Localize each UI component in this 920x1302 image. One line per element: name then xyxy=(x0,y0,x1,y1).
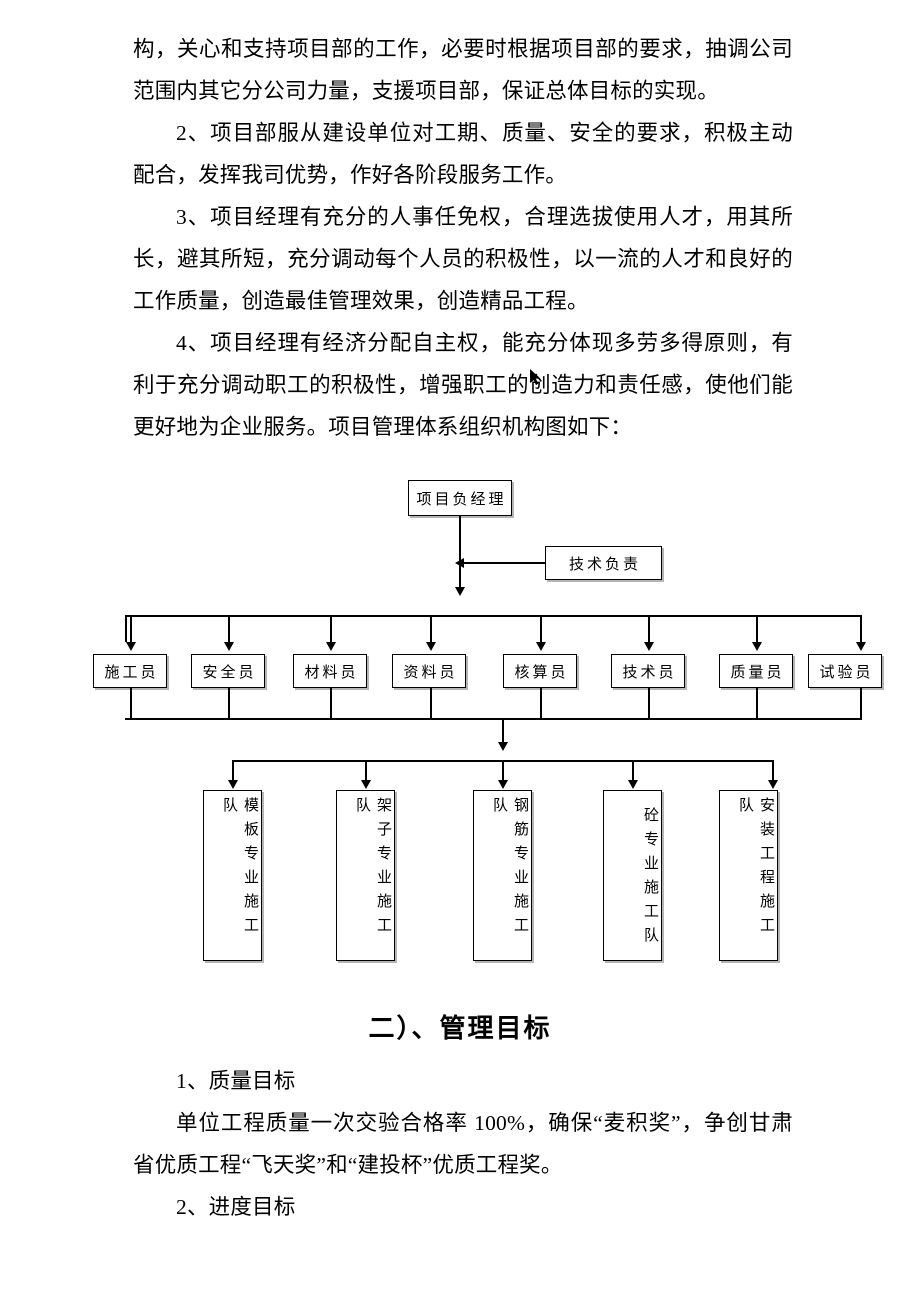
org-box-staff-5: 核算员 xyxy=(503,654,577,688)
arrow-staff-7 xyxy=(751,642,762,651)
arrow-team-1 xyxy=(227,780,238,789)
paragraph-schedule-goal-title: 2、进度目标 xyxy=(176,1195,296,1219)
paragraph-1: 构，关心和支持项目部的工作，必要时根据项目部的要求，抽调公司范围内其它分公司力量… xyxy=(133,37,793,103)
connector-collector-to-teams xyxy=(502,718,504,745)
arrow-staff-5 xyxy=(535,642,546,651)
arrow-staff-8 xyxy=(855,642,866,651)
drop-team-5 xyxy=(772,760,774,786)
document-body-bottom: 1、质量目标 单位工程质量一次交验合格率 100%，确保“麦积奖”，争创甘肃省优… xyxy=(133,1060,793,1228)
drop-staff-8 xyxy=(860,615,862,646)
arrow-staff-2 xyxy=(223,642,234,651)
org-box-team-1: 模板专业施工队 xyxy=(203,790,262,961)
drop-staff-4 xyxy=(430,615,432,646)
paragraph-4: 4、项目经理有经济分配自主权，能充分体现多劳多得原则，有利于充分调动职工的积极性… xyxy=(133,331,793,439)
mouse-cursor-icon xyxy=(530,369,541,385)
org-box-staff-1: 施工员 xyxy=(93,654,167,688)
drop-team-2 xyxy=(365,760,367,786)
org-box-staff-7: 质量员 xyxy=(719,654,793,688)
organization-chart: 项目负经理 技术负责 施工员 安全员 xyxy=(0,470,920,980)
arrow-collector-to-teams xyxy=(497,742,508,751)
riser-staff-2 xyxy=(228,688,230,719)
drop-staff-1 xyxy=(130,615,132,646)
riser-staff-6 xyxy=(648,688,650,719)
drop-staff-5 xyxy=(540,615,542,646)
riser-staff-4 xyxy=(430,688,432,719)
org-box-team-4: 砼专业施工队 xyxy=(603,790,662,961)
org-box-staff-8: 试验员 xyxy=(808,654,882,688)
org-box-staff-6: 技术员 xyxy=(611,654,685,688)
section-heading-management-goals: 二）、管理目标 xyxy=(368,1013,552,1043)
riser-staff-7 xyxy=(756,688,758,719)
riser-staff-1 xyxy=(130,688,132,719)
org-box-team-3: 钢筋专业施工队 xyxy=(473,790,532,961)
paragraph-quality-goal-text: 单位工程质量一次交验合格率 100%，确保“麦积奖”，争创甘肃省优质工程“飞天奖… xyxy=(133,1111,793,1177)
connector-manager-to-bus xyxy=(459,562,461,591)
riser-staff-5 xyxy=(540,688,542,719)
arrow-staff-3 xyxy=(325,642,336,651)
drop-team-3 xyxy=(502,760,504,786)
org-box-staff-3: 材料员 xyxy=(293,654,367,688)
drop-team-4 xyxy=(632,760,634,786)
arrow-team-4 xyxy=(627,780,638,789)
org-box-staff-2: 安全员 xyxy=(191,654,265,688)
arrow-manager-to-bus xyxy=(454,587,465,596)
arrow-staff-1 xyxy=(125,642,136,651)
paragraph-quality-goal-title: 1、质量目标 xyxy=(176,1069,296,1093)
riser-staff-3 xyxy=(330,688,332,719)
bus-staff-horizontal xyxy=(125,615,862,617)
org-box-project-manager: 项目负经理 xyxy=(408,480,512,516)
org-box-team-5: 安装工程施工队 xyxy=(719,790,778,961)
document-body-top: 构，关心和支持项目部的工作，必要时根据项目部的要求，抽调公司范围内其它分公司力量… xyxy=(133,28,793,448)
paragraph-3: 3、项目经理有充分的人事任免权，合理选拔使用人才，用其所长，避其所短，充分调动每… xyxy=(133,205,793,313)
org-box-technical-lead: 技术负责 xyxy=(545,546,662,580)
drop-staff-6 xyxy=(648,615,650,646)
connector-tech-to-manager xyxy=(462,562,546,564)
drop-staff-7 xyxy=(756,615,758,646)
connector-manager-down xyxy=(459,516,461,565)
drop-staff-3 xyxy=(330,615,332,646)
arrow-team-5 xyxy=(767,780,778,789)
org-box-team-2: 架子专业施工队 xyxy=(336,790,395,961)
arrow-team-2 xyxy=(360,780,371,789)
riser-staff-8 xyxy=(860,688,862,719)
bus-collector-horizontal xyxy=(125,718,862,720)
arrow-staff-4 xyxy=(425,642,436,651)
arrow-staff-6 xyxy=(643,642,654,651)
drop-team-1 xyxy=(232,760,234,786)
paragraph-2: 2、项目部服从建设单位对工期、质量、安全的要求，积极主动配合，发挥我司优势，作好… xyxy=(133,121,793,187)
org-box-staff-4: 资料员 xyxy=(392,654,466,688)
arrow-team-3 xyxy=(497,780,508,789)
drop-staff-2 xyxy=(228,615,230,646)
bus-staff-left-end xyxy=(125,615,127,642)
